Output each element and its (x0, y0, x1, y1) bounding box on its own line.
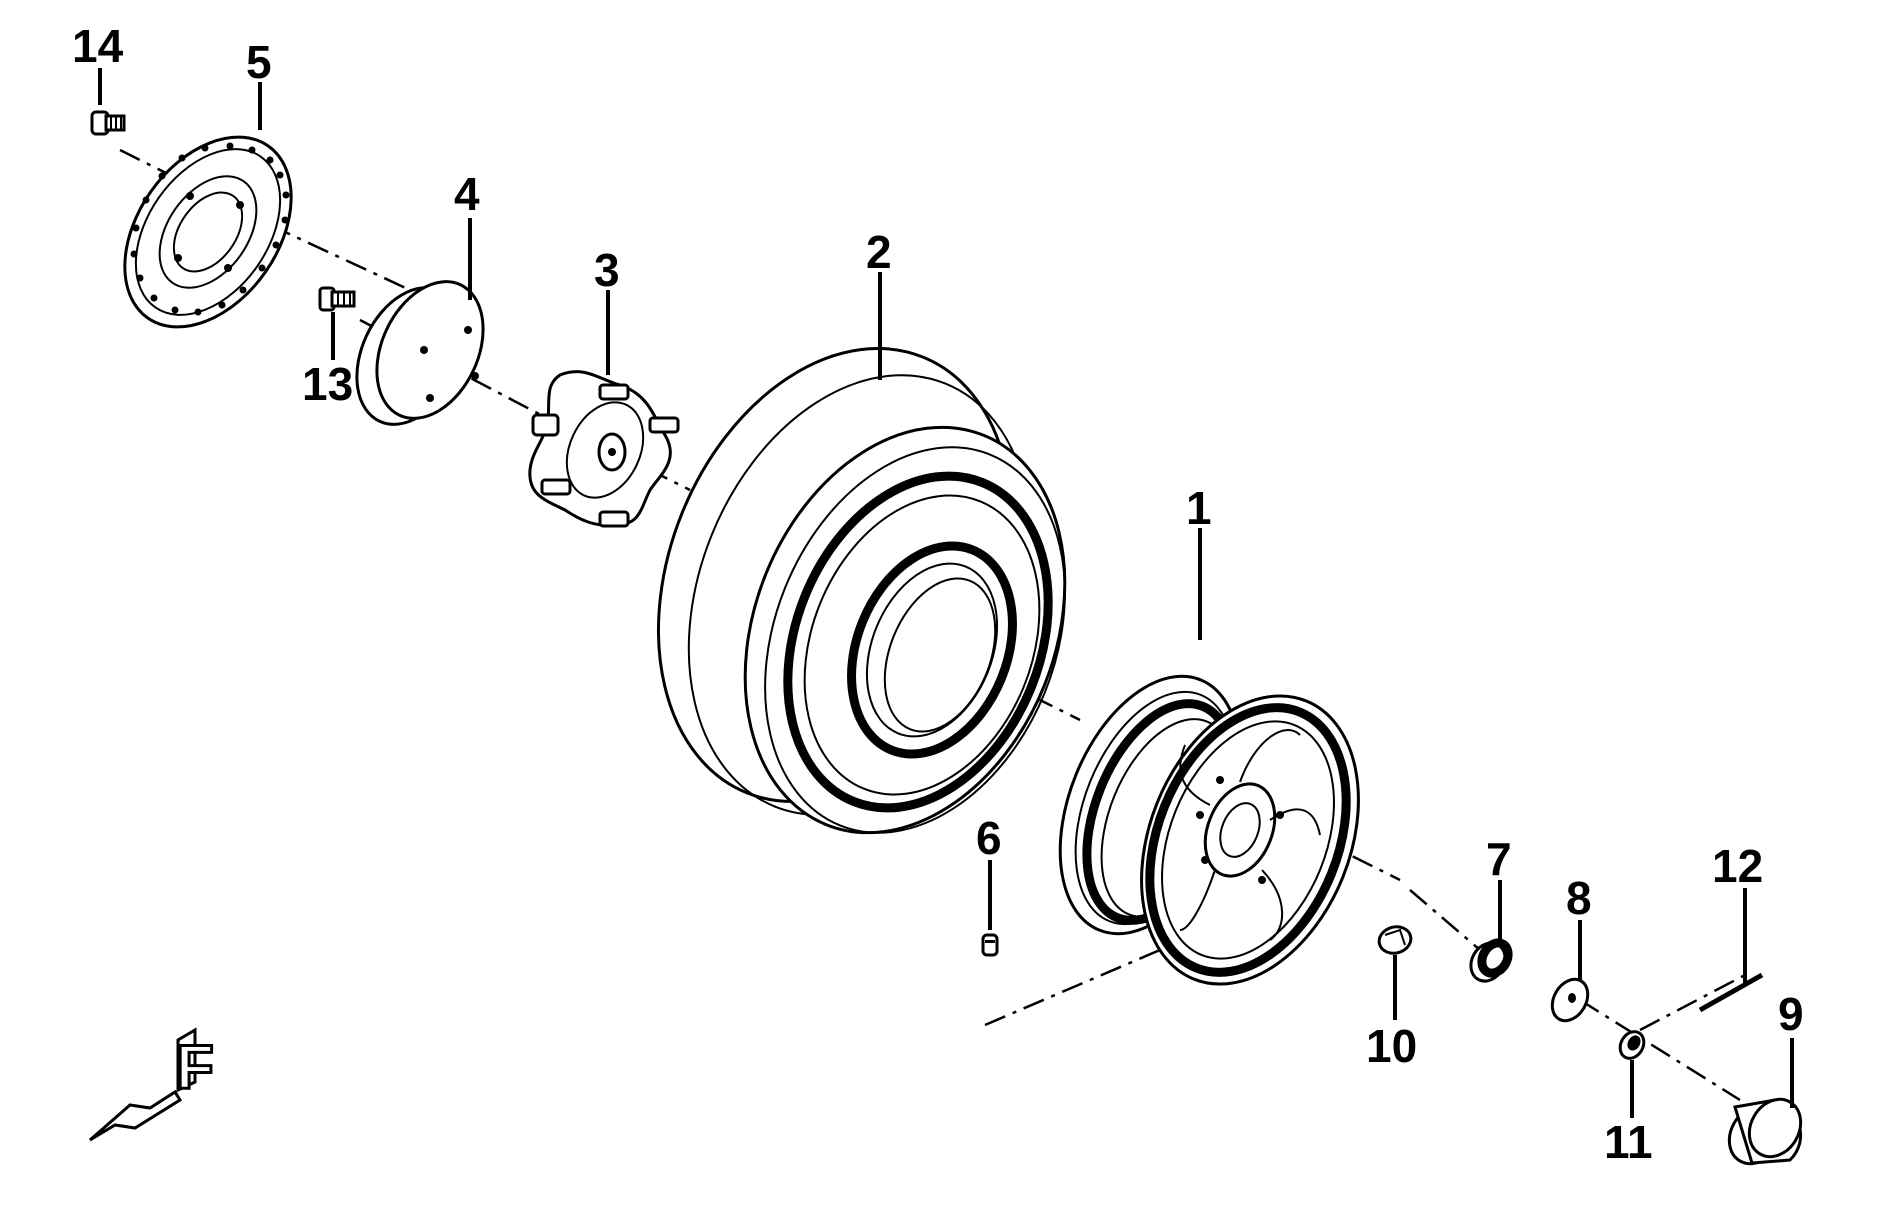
callout-13: 13 (302, 358, 353, 410)
callout-4: 4 (454, 168, 480, 220)
callout-14: 14 (72, 20, 124, 72)
collar (1469, 938, 1513, 983)
callout-5: 5 (246, 36, 272, 88)
hub (528, 370, 680, 528)
callout-7: 7 (1486, 833, 1512, 885)
front-direction-arrow-icon: F (89, 1027, 215, 1142)
callout-6: 6 (976, 812, 1002, 864)
leader-lines (98, 68, 1794, 1118)
nut (1377, 925, 1413, 955)
callout-12: 12 (1712, 840, 1763, 892)
callout-8: 8 (1566, 872, 1592, 924)
callout-2: 2 (866, 226, 892, 278)
castle-nut (1618, 1030, 1646, 1060)
callout-11: 11 (1604, 1116, 1653, 1168)
callout-1: 1 (1186, 482, 1212, 534)
valve (981, 933, 999, 957)
disc-bolt (90, 110, 126, 136)
stud-bolt (318, 286, 356, 312)
washer (1550, 977, 1590, 1023)
rim (1058, 674, 1360, 986)
callout-9: 9 (1778, 988, 1804, 1040)
cap (1727, 1097, 1803, 1166)
front-letter: F (176, 1033, 214, 1102)
spacer (355, 280, 485, 426)
cotter-pin (1698, 972, 1764, 1013)
callout-3: 3 (594, 244, 620, 296)
brake-disc (123, 135, 293, 329)
callout-10: 10 (1366, 1020, 1417, 1072)
tire (656, 347, 1067, 835)
callouts: 14 5 4 3 2 1 13 6 7 8 12 10 9 11 (72, 20, 1804, 1168)
